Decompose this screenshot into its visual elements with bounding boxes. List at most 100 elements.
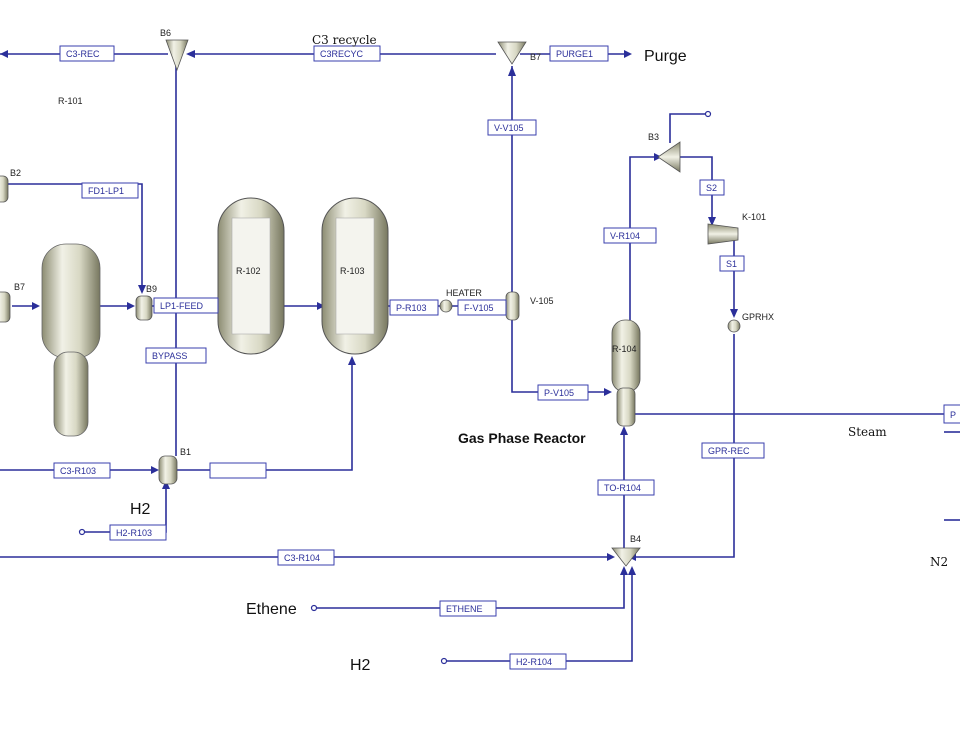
stream-tag-h2-r104[interactable]: H2-R104 <box>509 653 567 670</box>
svg-text:C3RECYC: C3RECYC <box>320 49 364 59</box>
arrow-c3-r103 <box>151 466 159 474</box>
svg-text:H2-R104: H2-R104 <box>516 657 552 667</box>
free-labels: C3 recycle Purge R-101 Gas Phase Reactor… <box>58 33 948 674</box>
pipes <box>0 50 960 665</box>
flash-v105-icon[interactable] <box>505 291 520 321</box>
heater-icon[interactable] <box>439 299 453 313</box>
stream-tag-p-edge[interactable]: P <box>943 404 960 424</box>
arrow-vessel-b9 <box>127 302 135 310</box>
stream-tag-c3-r104[interactable]: C3-R104 <box>277 549 335 566</box>
mixer-b1-icon[interactable] <box>158 455 178 485</box>
block-label-b7-top: B7 <box>530 52 541 62</box>
equipment <box>0 39 741 567</box>
stream-tag-v-v105[interactable]: V-V105 <box>487 119 537 136</box>
splitter-b6-icon[interactable] <box>165 39 189 72</box>
block-label-r103: R-103 <box>340 266 365 276</box>
arrow-to-r104 <box>620 426 628 435</box>
svg-text:H2-R103: H2-R103 <box>116 528 152 538</box>
pipe-s2 <box>680 156 713 224</box>
pipe-ethene <box>316 570 625 609</box>
block-label-b1: B1 <box>180 447 191 457</box>
svg-text:F-V105: F-V105 <box>464 303 494 313</box>
stream-tag-v-r104[interactable]: V-R104 <box>603 227 657 244</box>
arrow-purge1 <box>624 50 632 58</box>
stream-tag-s2[interactable]: S2 <box>699 179 725 196</box>
tall-vessel-icon[interactable] <box>41 243 101 437</box>
pipe-p-v105 <box>511 318 608 393</box>
svg-text:P: P <box>950 410 956 420</box>
arrow-c3-recyc <box>186 50 195 58</box>
stream-tag-ethene[interactable]: ETHENE <box>439 600 497 617</box>
label-c3-recycle: C3 recycle <box>312 33 377 47</box>
stream-tag-fd2lp2[interactable] <box>209 462 267 479</box>
stream-tag-to-r104[interactable]: TO-R104 <box>597 479 655 496</box>
stream-tag-c3-r103[interactable]: C3-R103 <box>53 462 111 479</box>
mixer-b9-icon[interactable] <box>135 295 153 321</box>
heater-gprhx-icon[interactable] <box>727 319 741 333</box>
svg-text:V-V105: V-V105 <box>494 123 524 133</box>
pipe-end-b3-top <box>704 110 712 118</box>
block-label-b4: B4 <box>630 534 641 544</box>
pipe-gpr-rec <box>632 334 735 558</box>
stream-tags: C3-REC C3RECYC PURGE1 V-V105 FD1-LP1 LP1… <box>53 45 960 670</box>
svg-text:V-R104: V-R104 <box>610 231 640 241</box>
stream-tag-purge1[interactable]: PURGE1 <box>549 45 609 62</box>
splitter-b7-top-icon[interactable] <box>497 41 527 65</box>
block-label-heater: HEATER <box>446 288 482 298</box>
arrow-v-v105 <box>508 66 516 76</box>
block-label-b9: B9 <box>146 284 157 294</box>
reactor-r102-icon[interactable] <box>217 197 285 355</box>
reactor-r104-icon[interactable] <box>611 319 641 427</box>
mixer-b2-icon[interactable] <box>0 175 9 203</box>
svg-text:S2: S2 <box>706 183 717 193</box>
pipe-fd2lp2 <box>176 360 353 471</box>
stream-tag-h2-r103[interactable]: H2-R103 <box>109 524 167 541</box>
stream-tag-gpr-rec[interactable]: GPR-REC <box>701 442 765 459</box>
block-label-gprhx: GPRHX <box>742 312 774 322</box>
label-steam: Steam <box>848 425 887 439</box>
arrow-fd2lp2 <box>348 356 356 365</box>
arrow-c3-rec <box>0 50 8 58</box>
pipe-end-h2-r103 <box>78 528 86 536</box>
stream-tag-lp1-feed[interactable]: LP1-FEED <box>153 297 219 314</box>
pipe-end-ethene <box>310 604 318 612</box>
reactor-r103-icon[interactable] <box>321 197 389 355</box>
stream-tag-p-v105[interactable]: P-V105 <box>537 384 589 401</box>
pipe-h2-r104 <box>446 570 633 662</box>
stream-tag-p-r103[interactable]: P-R103 <box>389 299 439 316</box>
mixer-b4-icon[interactable] <box>611 547 641 567</box>
stream-tag-s1[interactable]: S1 <box>719 255 745 272</box>
pipe-v-r104 <box>629 156 658 320</box>
arrow-s2 <box>708 217 716 226</box>
arrow-h2-r103 <box>162 480 170 489</box>
block-label-k101: K-101 <box>742 212 766 222</box>
pipe-fd1-lp1 <box>8 183 143 292</box>
label-purge: Purge <box>644 48 687 65</box>
stream-tag-c3-recyc[interactable]: C3RECYC <box>313 45 381 62</box>
label-h2-bottom: H2 <box>350 657 371 674</box>
splitter-b3-icon[interactable] <box>657 141 681 173</box>
block-label-b2: B2 <box>10 168 21 178</box>
svg-text:S1: S1 <box>726 259 737 269</box>
stream-tag-fd1-lp1[interactable]: FD1-LP1 <box>81 182 139 199</box>
svg-text:PURGE1: PURGE1 <box>556 49 593 59</box>
mixer-b7-left-icon[interactable] <box>0 291 11 323</box>
compressor-k101-icon[interactable] <box>707 223 739 245</box>
label-h2-left: H2 <box>130 501 151 518</box>
stream-tag-f-v105[interactable]: F-V105 <box>457 299 507 316</box>
arrow-fd1-lp1 <box>138 285 146 294</box>
stream-tag-c3-rec[interactable]: C3-REC <box>59 45 115 62</box>
block-labels: B6 B7 B2 B7 B9 B1 B3 B4 K-101 GPRHX R-10… <box>10 28 774 544</box>
block-label-v105: V-105 <box>530 296 554 306</box>
block-label-b7-left: B7 <box>14 282 25 292</box>
arrow-p-v105 <box>604 388 612 396</box>
svg-text:LP1-FEED: LP1-FEED <box>160 301 204 311</box>
svg-text:C3-R103: C3-R103 <box>60 466 96 476</box>
label-r101: R-101 <box>58 96 83 106</box>
block-label-b3: B3 <box>648 132 659 142</box>
svg-text:FD1-LP1: FD1-LP1 <box>88 186 124 196</box>
pipe-end-h2-r104 <box>440 657 448 665</box>
stream-tag-bypass[interactable]: BYPASS <box>145 347 207 364</box>
arrow-b7-vessel <box>32 302 40 310</box>
